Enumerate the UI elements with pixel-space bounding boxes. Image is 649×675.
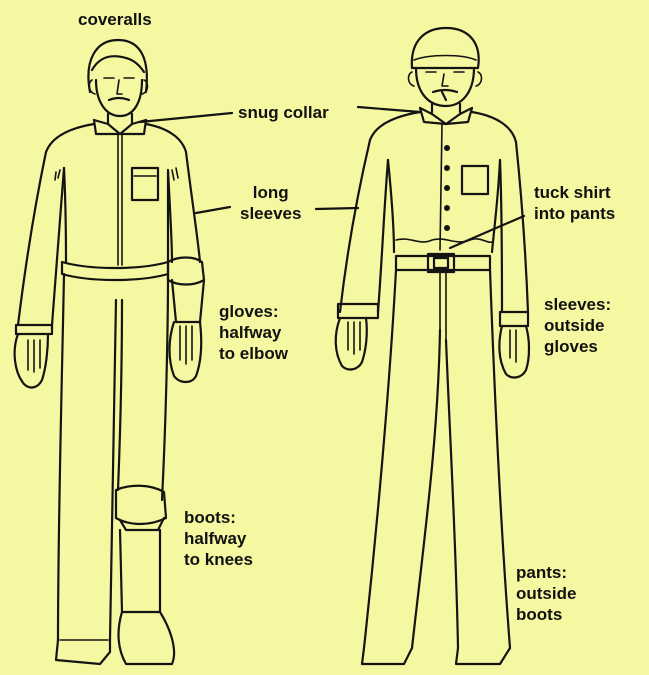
- label-coveralls: coveralls: [78, 9, 152, 30]
- label-gloves: gloves: halfway to elbow: [219, 301, 288, 364]
- label-boots: boots: halfway to knees: [184, 507, 253, 570]
- leader-collar-right: [358, 107, 420, 112]
- leader-collar-left: [140, 113, 232, 122]
- leader-tuck: [450, 216, 524, 248]
- leader-sleeves-left: [196, 207, 230, 213]
- figure-shirt-pants: [336, 28, 529, 664]
- label-tuck-shirt: tuck shirt into pants: [534, 182, 615, 224]
- label-snug-collar: snug collar: [238, 102, 329, 123]
- leader-sleeves-right: [316, 208, 358, 209]
- figure-coveralls: [15, 40, 204, 664]
- leader-lines: [140, 107, 524, 248]
- label-long-sleeves: long sleeves: [240, 182, 301, 224]
- label-sleeves-outside-gloves: sleeves: outside gloves: [544, 294, 611, 357]
- label-pants-outside-boots: pants: outside boots: [516, 562, 576, 625]
